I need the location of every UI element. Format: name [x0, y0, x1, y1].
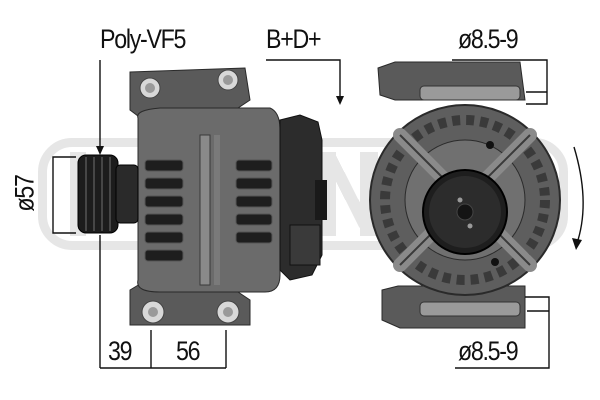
dim-left-label: 39: [108, 336, 133, 366]
mount-bottom-diameter-label: ø8.5-9: [458, 336, 519, 366]
mount-top-diameter-label: ø8.5-9: [458, 24, 519, 54]
pulley-type-label: Poly-VF5: [100, 24, 186, 54]
pulley-diameter-text: ø57: [9, 175, 40, 212]
pulley-diameter-label: ø57: [6, 175, 46, 216]
dim-right-label: 56: [176, 336, 201, 366]
terminal-label: B+D+: [266, 24, 322, 54]
